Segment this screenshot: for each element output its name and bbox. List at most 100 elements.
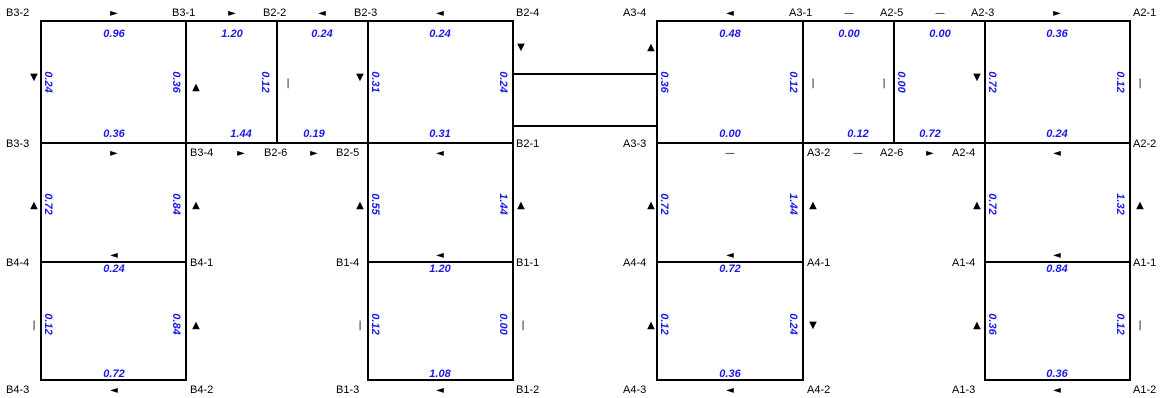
node-label: A4-1 (807, 257, 830, 269)
arrow-right-icon: ► (228, 8, 236, 19)
arrow-left-icon: ◄ (726, 8, 734, 19)
value-label: 0.84 (1046, 263, 1067, 275)
arrow-right-icon: ► (310, 148, 318, 159)
value-label: 0.36 (1046, 28, 1068, 40)
node-label: B4-4 (6, 257, 29, 269)
value-label: 0.84 (170, 193, 182, 214)
bar-marker: | (882, 78, 885, 89)
value-label: 0.48 (719, 28, 741, 40)
arrow-down-icon: ▼ (517, 42, 525, 53)
value-label: 0.31 (429, 128, 450, 140)
value-label: 0.72 (658, 193, 670, 214)
value-label: 1.44 (787, 193, 799, 214)
wall (984, 20, 1131, 381)
arrow-down-icon: ▼ (356, 72, 364, 83)
value-label: 0.24 (1046, 128, 1067, 140)
wall (40, 20, 187, 381)
value-label: 0.12 (42, 313, 54, 334)
node-label: A2-6 (880, 147, 903, 159)
value-label: 0.84 (170, 313, 182, 334)
node-label: B1-4 (336, 257, 359, 269)
dash-marker: — (935, 8, 945, 19)
value-label: 0.55 (369, 193, 381, 215)
node-label: B1-2 (516, 384, 539, 396)
node-label: A4-3 (623, 384, 646, 396)
value-label: 0.24 (311, 28, 332, 40)
node-label: A2-2 (1133, 138, 1156, 150)
value-label: 0.72 (986, 71, 998, 92)
arrow-up-icon: ▲ (973, 200, 981, 211)
value-label: 0.24 (787, 313, 799, 334)
arrow-left-icon: ◄ (436, 8, 444, 19)
value-label: 0.36 (103, 128, 125, 140)
node-label: B3-3 (6, 138, 29, 150)
node-label: A2-1 (1133, 7, 1156, 19)
node-label: B3-1 (172, 7, 195, 19)
value-label: 0.12 (787, 71, 799, 92)
arrow-up-icon: ▲ (647, 42, 655, 53)
value-label: 0.72 (103, 368, 124, 380)
value-label: 0.72 (719, 263, 740, 275)
value-label: 0.36 (719, 368, 741, 380)
arrow-left-icon: ◄ (1053, 250, 1061, 261)
value-label: 0.36 (658, 71, 670, 93)
value-label: 0.24 (103, 263, 124, 275)
node-label: B3-4 (190, 147, 213, 159)
value-label: 0.12 (658, 313, 670, 334)
node-label: A2-5 (880, 7, 903, 19)
wall-lines (40, 20, 1131, 381)
value-label: 0.12 (369, 313, 381, 334)
arrow-up-icon: ▲ (647, 200, 655, 211)
vertical-values: 0.24 0.36 0.12 0.31 0.24 0.72 0.84 0.55 … (42, 71, 1126, 335)
value-label: 0.12 (259, 71, 271, 92)
arrow-down-icon: ▼ (973, 72, 981, 83)
arrow-up-icon: ▲ (1136, 200, 1144, 211)
wall (656, 20, 804, 381)
value-label: 1.20 (429, 263, 451, 275)
value-label: 1.20 (221, 28, 243, 40)
value-label: 0.24 (429, 28, 450, 40)
arrow-right-icon: ► (110, 8, 118, 19)
arrow-up-icon: ▲ (192, 200, 200, 211)
value-label: 0.12 (1114, 313, 1126, 334)
value-label: 0.36 (986, 313, 998, 335)
value-label: 0.36 (170, 71, 182, 93)
bar-marker: | (32, 320, 35, 331)
node-label: A1-3 (952, 384, 975, 396)
bar-marker: | (286, 78, 289, 89)
value-label: 0.72 (42, 193, 54, 214)
node-label: A3-3 (623, 138, 646, 150)
value-label: 1.44 (497, 193, 509, 214)
node-label: B2-3 (354, 7, 377, 19)
dash-marker: — (725, 148, 735, 159)
value-label: 0.19 (303, 128, 325, 140)
arrow-left-icon: ◄ (1053, 148, 1061, 159)
arrow-right-icon: ► (1053, 8, 1061, 19)
arrow-left-icon: ◄ (1053, 385, 1061, 396)
node-label: B2-5 (336, 147, 359, 159)
node-label: A4-4 (623, 257, 646, 269)
horizontal-values: 0.96 1.20 0.24 0.24 0.36 1.44 0.19 0.31 … (103, 28, 1068, 380)
node-label: B1-1 (516, 257, 539, 269)
value-label: 0.00 (719, 128, 741, 140)
value-label: 0.96 (103, 28, 125, 40)
value-label: 0.00 (929, 28, 951, 40)
node-label: A4-2 (807, 384, 830, 396)
node-label: A2-3 (971, 7, 994, 19)
arrow-up-icon: ▲ (647, 320, 655, 331)
node-label: B4-2 (190, 384, 213, 396)
bar-marker: | (1138, 78, 1141, 89)
arrow-left-icon: ◄ (436, 148, 444, 159)
arrow-right-icon: ► (926, 148, 934, 159)
node-label: A3-1 (789, 7, 812, 19)
arrow-down-icon: ▼ (809, 320, 817, 331)
value-label: 0.00 (895, 71, 907, 93)
arrow-left-icon: ◄ (318, 8, 326, 19)
bar-marker: | (811, 78, 814, 89)
node-label: B2-2 (263, 7, 286, 19)
node-label: A1-1 (1133, 257, 1156, 269)
value-label: 0.12 (847, 128, 868, 140)
arrow-left-icon: ◄ (436, 385, 444, 396)
value-label: 0.72 (919, 128, 940, 140)
